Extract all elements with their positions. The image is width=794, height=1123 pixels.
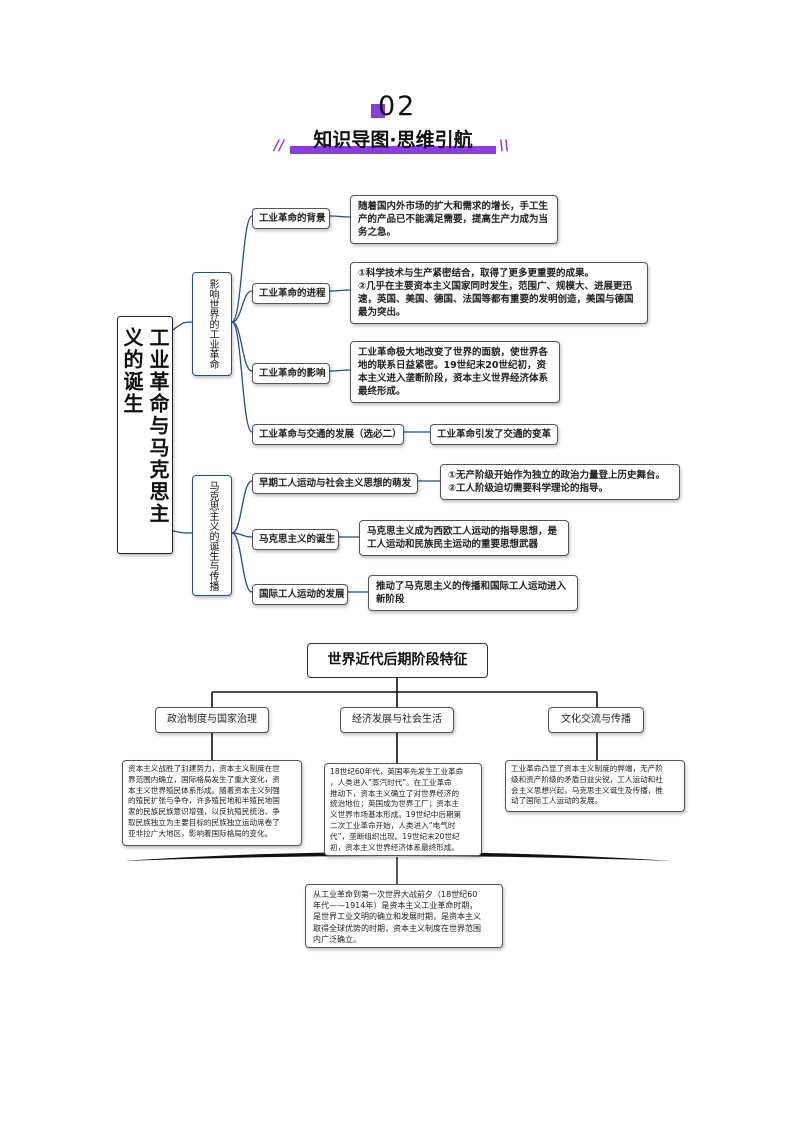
mindmap-root-label: 工业革命与马克思主义的诞生 [120, 327, 170, 525]
branch-label: 马克思主义的诞生与传播 [207, 481, 218, 591]
arc-divider [122, 852, 672, 861]
detail-background: 随着国内外市场的扩大和需求的增长，手工生 产的产品已不能满足需要，提高生产力成为… [350, 195, 558, 244]
branch-marxism: 马克思主义的诞生与传播 [192, 475, 232, 596]
item-process: 工业革命的进程 [252, 283, 330, 304]
detail-process: ①科学技术与生产紧密结合，取得了更多更重要的成果。 ②几乎在主要资本主义国家同时… [350, 262, 648, 324]
item-background: 工业革命的背景 [252, 208, 330, 229]
title-underline [290, 146, 496, 154]
title-deco-left: // [274, 138, 285, 154]
title-deco-right: \\ [499, 138, 510, 154]
branch-industrial-revolution: 影响世界的工业革命 [192, 272, 232, 376]
item-impact: 工业革命的影响 [252, 363, 330, 384]
column-culture: 文化交流与传播 [548, 707, 644, 733]
section-number-accent [371, 104, 385, 118]
column-politics: 政治制度与国家治理 [155, 707, 269, 733]
detail-international: 推动了马克思主义的传播和国际工人运动进入 新阶段 [368, 575, 578, 611]
detail-economy: 18世纪60年代，英国率先发生工业革命 ，人类进入“蒸汽时代”。在工业革命 推动… [324, 763, 482, 856]
detail-transport: 工业革命引发了交通的变革 [430, 424, 558, 445]
item-transport: 工业革命与交通的发展（选必二） [252, 424, 404, 445]
mindmap-root: 工业革命与马克思主义的诞生 [117, 316, 173, 554]
detail-politics: 资本主义战胜了封建势力，资本主义制度在世 界范围内确立，国际格局发生了重大变化，… [122, 760, 302, 846]
branch-label: 影响世界的工业革命 [207, 279, 218, 369]
detail-early-labor: ①无产阶级开始作为独立的政治力量登上历史舞台。 ②工人阶级迫切需要科学理论的指导… [440, 464, 680, 500]
item-international: 国际工人运动的发展 [252, 584, 348, 605]
page-title: 知识导图·思维引航 [313, 129, 473, 151]
tree-title-box: 世界近代后期阶段特征 [307, 643, 488, 678]
detail-marxism-birth: 马克思主义成为西欧工人运动的指导思想，是 工人运动和民族民主运动的重要思想武器 [359, 520, 569, 556]
item-early-labor: 早期工人运动与社会主义思想的萌发 [252, 473, 418, 494]
detail-impact: 工业革命极大地改变了世界的面貌，使世界各 地的联系日益紧密。19世纪末20世纪初… [350, 341, 560, 403]
column-economy: 经济发展与社会生活 [340, 707, 454, 733]
detail-culture: 工业革命凸显了资本主义制度的弊端，无产阶 级和资产阶级的矛盾日益尖锐，工人运动和… [505, 760, 685, 812]
tree-title: 世界近代后期阶段特征 [327, 652, 468, 668]
item-marxism-birth: 马克思主义的诞生 [252, 529, 339, 550]
summary-box: 从工业革命到第一次世界大战前夕（18世纪60 年代——1914年）是资本主义工业… [305, 884, 503, 948]
section-number: 02 [378, 91, 417, 122]
